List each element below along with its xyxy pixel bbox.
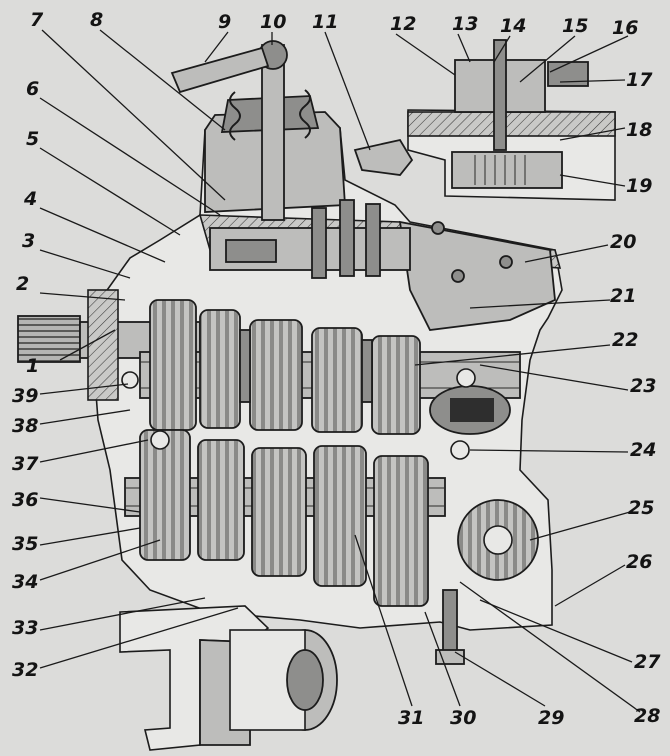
- bearing-ball: [456, 368, 476, 388]
- inset-plunger: [493, 39, 507, 151]
- countershaft-gear: [197, 439, 245, 561]
- housing-upper-wall: [398, 220, 556, 331]
- callout-24: 24: [630, 439, 656, 461]
- callout-35: 35: [12, 533, 38, 555]
- callout-37: 37: [12, 453, 39, 475]
- shift-lever: [170, 46, 270, 94]
- synchronizer-ring: [361, 339, 373, 403]
- callout-25: 25: [628, 497, 654, 519]
- cover-bolt: [451, 269, 465, 283]
- callout-7: 7: [30, 9, 44, 31]
- callout-9: 9: [218, 11, 231, 33]
- bearing-ball: [150, 430, 170, 450]
- callout-1: 1: [26, 355, 39, 377]
- mainshaft-gear: [371, 335, 421, 435]
- callout-14: 14: [500, 15, 526, 37]
- shift-fork: [365, 203, 381, 277]
- inset-lower-block: [451, 151, 563, 189]
- callout-6: 6: [26, 78, 39, 100]
- callout-8: 8: [90, 9, 103, 31]
- callout-27: 27: [634, 651, 661, 673]
- callout-22: 22: [612, 329, 638, 351]
- cover-bolt: [431, 221, 445, 235]
- mainshaft-gear: [199, 309, 241, 429]
- callout-33: 33: [12, 617, 38, 639]
- shift-lever-shaft: [261, 44, 285, 221]
- callout-31: 31: [398, 707, 424, 729]
- callout-11: 11: [312, 11, 338, 33]
- callout-labels: 1 2 3 4 5 6 7 8 9 10 11 12 13 14 15 16 1…: [12, 9, 661, 729]
- inset-springs: [474, 155, 526, 185]
- lever-spring: [229, 89, 311, 141]
- callout-10: 10: [260, 11, 286, 33]
- callout-3: 3: [22, 230, 35, 252]
- callout-13: 13: [452, 13, 478, 35]
- callout-19: 19: [626, 175, 652, 197]
- callout-38: 38: [12, 415, 38, 437]
- shift-fork: [339, 199, 355, 277]
- callout-26: 26: [626, 551, 652, 573]
- callout-4: 4: [23, 188, 37, 210]
- countershaft-gear: [313, 445, 367, 587]
- splined-rear-bore: [450, 398, 494, 422]
- synchronizer-ring: [239, 329, 251, 403]
- callout-32: 32: [12, 659, 38, 681]
- front-bearing-cover: [87, 289, 119, 401]
- mainshaft-gear: [149, 299, 197, 431]
- mainshaft-gear: [249, 319, 303, 431]
- mounting-bracket: [119, 605, 270, 751]
- callout-15: 15: [562, 15, 588, 37]
- countershaft-gear: [373, 455, 429, 607]
- callout-21: 21: [610, 285, 636, 307]
- reverse-idler-hub: [483, 525, 513, 555]
- bearing-ball: [450, 440, 470, 460]
- callout-34: 34: [12, 571, 38, 593]
- shift-fork: [311, 207, 327, 279]
- countershaft-gear: [139, 429, 191, 561]
- callout-2: 2: [16, 273, 29, 295]
- callout-18: 18: [626, 119, 652, 141]
- cover-bolt: [499, 255, 513, 269]
- breather-tube: [353, 138, 414, 176]
- callout-39: 39: [12, 385, 38, 407]
- callout-36: 36: [12, 489, 38, 511]
- callout-30: 30: [450, 707, 476, 729]
- callout-5: 5: [26, 128, 39, 150]
- rubber-mount-face: [286, 649, 324, 711]
- countershaft-gear: [251, 447, 307, 577]
- callout-17: 17: [626, 69, 653, 91]
- leader-lines: [39, 29, 641, 713]
- gearbox-drawing: [17, 39, 616, 751]
- bearing-ball: [121, 371, 139, 389]
- callout-12: 12: [390, 13, 416, 35]
- callout-28: 28: [634, 705, 660, 727]
- mainshaft-gear: [311, 327, 363, 433]
- callout-29: 29: [538, 707, 564, 729]
- callout-16: 16: [612, 17, 638, 39]
- callout-20: 20: [610, 231, 636, 253]
- callout-23: 23: [630, 375, 656, 397]
- inset-cover-plate: [407, 111, 616, 137]
- interlock-block: [225, 239, 277, 263]
